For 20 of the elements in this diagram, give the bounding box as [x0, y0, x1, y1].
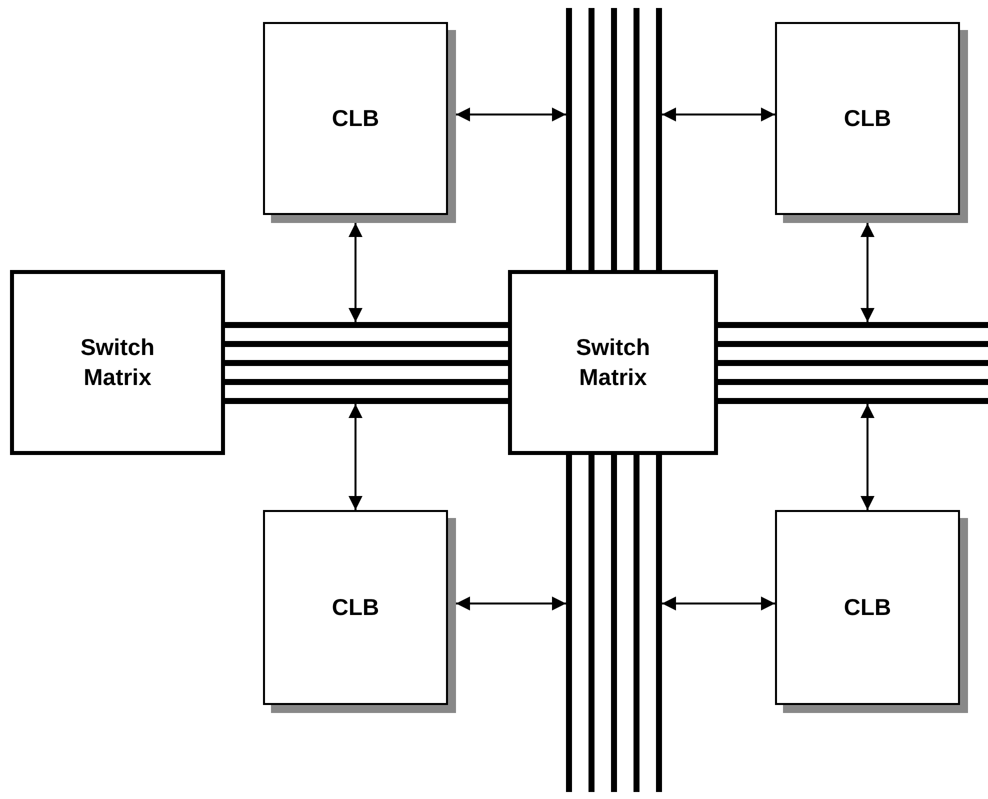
double-arrow: [456, 596, 566, 610]
switch-matrix-box: [10, 270, 225, 455]
double-arrow: [662, 596, 775, 610]
block-label: CLB: [844, 104, 892, 133]
wire-bundle: [225, 322, 508, 404]
switch-matrix-box: [508, 270, 718, 455]
block-label: CLB: [844, 592, 892, 622]
wire-bundle: [566, 455, 662, 792]
block-label: Switch Matrix: [574, 332, 652, 392]
wire-bundle: [718, 322, 988, 404]
double-arrow: [348, 404, 362, 510]
double-arrow: [348, 223, 362, 322]
wire-bundle: [566, 8, 662, 270]
double-arrow: [860, 223, 874, 322]
double-arrow: [662, 108, 775, 122]
block-label: Switch Matrix: [79, 332, 156, 392]
block-label: CLB: [332, 592, 380, 622]
double-arrow: [456, 108, 566, 122]
block-label: CLB: [332, 104, 380, 133]
double-arrow: [860, 404, 874, 510]
